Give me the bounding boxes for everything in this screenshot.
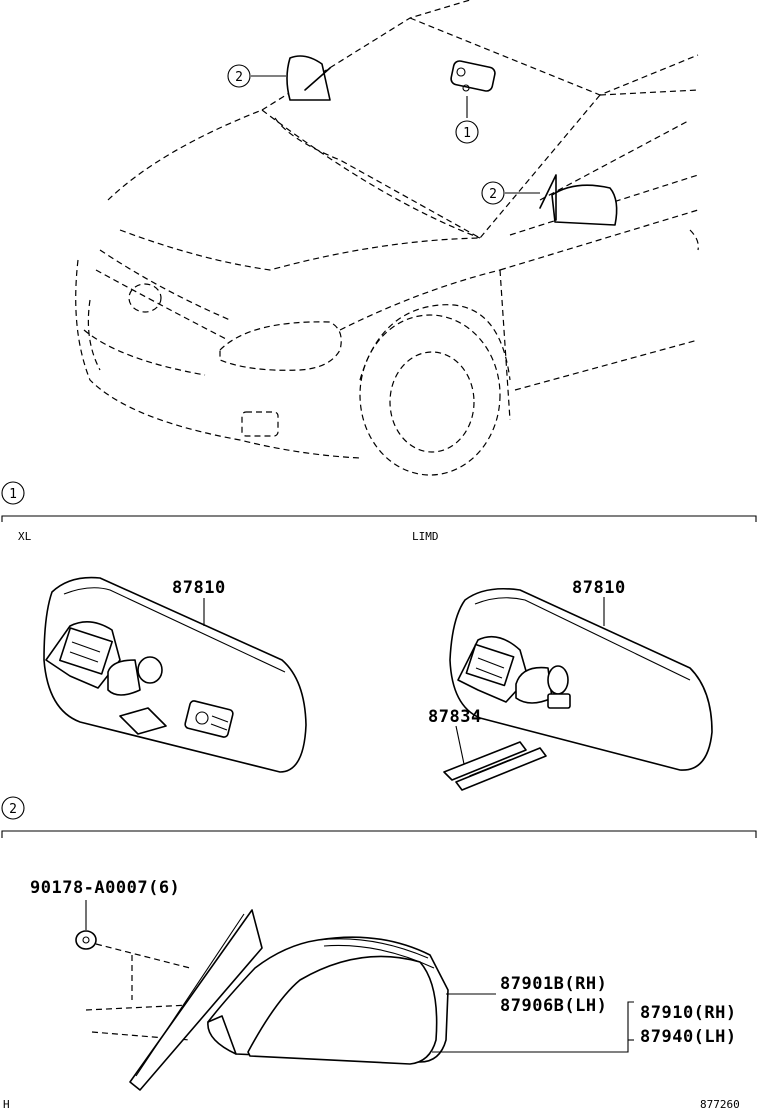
section-1-header: 1 XL LIMD bbox=[1, 481, 757, 543]
section-2-header: 2 bbox=[1, 796, 757, 838]
svg-text:2: 2 bbox=[9, 802, 17, 817]
svg-text:2: 2 bbox=[235, 70, 243, 85]
label-87906b-lh[interactable]: 87906B(LH) bbox=[500, 996, 607, 1016]
diagram-id: 877260 bbox=[700, 1098, 740, 1111]
label-87810-xl[interactable]: 87810 bbox=[172, 578, 226, 598]
svg-text:LIMD: LIMD bbox=[412, 530, 439, 543]
clip-part bbox=[75, 900, 191, 1041]
label-90178-a0007[interactable]: 90178-A0007(6) bbox=[30, 878, 180, 898]
label-87940-lh[interactable]: 87940(LH) bbox=[640, 1027, 737, 1047]
car-overview-illustration bbox=[75, 0, 699, 476]
svg-text:XL: XL bbox=[18, 530, 32, 543]
inner-mirror-limd bbox=[449, 587, 713, 771]
outer-mirror-leaders bbox=[432, 993, 634, 1053]
svg-text:1: 1 bbox=[463, 126, 471, 141]
label-87910-rh[interactable]: 87910(RH) bbox=[640, 1003, 737, 1023]
label-87810-limd[interactable]: 87810 bbox=[572, 578, 626, 598]
svg-text:1: 1 bbox=[9, 487, 17, 502]
label-87901b-rh[interactable]: 87901B(RH) bbox=[500, 974, 607, 994]
callout-2-left[interactable]: 2 bbox=[227, 64, 286, 88]
inner-mirror-location bbox=[450, 60, 496, 92]
callout-1[interactable]: 1 bbox=[455, 96, 479, 144]
outer-mirror-location-right bbox=[551, 184, 618, 226]
callout-2-right[interactable]: 2 bbox=[481, 181, 540, 205]
outer-mirror-assembly bbox=[129, 909, 449, 1091]
svg-text:2: 2 bbox=[489, 187, 497, 202]
mirror-bracket bbox=[443, 741, 547, 791]
inner-mirror-xl bbox=[43, 576, 307, 773]
footer-code: H bbox=[3, 1098, 10, 1111]
outer-mirror-location-left bbox=[286, 55, 331, 101]
label-87834[interactable]: 87834 bbox=[428, 707, 482, 727]
